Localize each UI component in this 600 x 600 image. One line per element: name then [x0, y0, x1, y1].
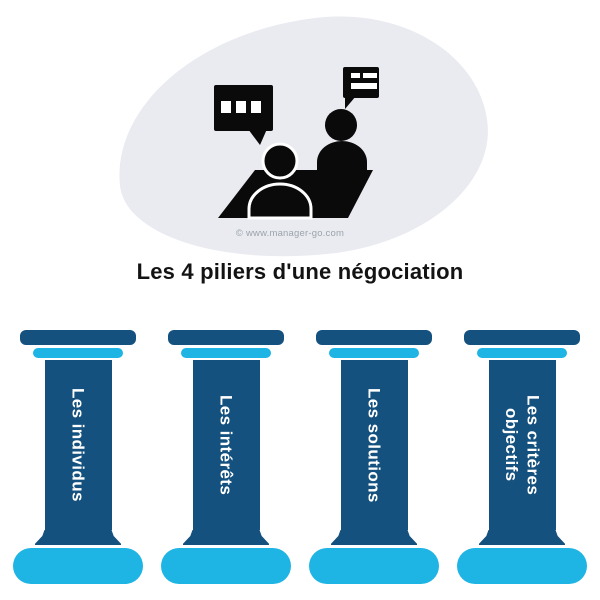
person-right-icon	[317, 109, 367, 170]
pillar-individus: Les individus	[13, 330, 143, 584]
pillar-capital-top	[316, 330, 432, 345]
pillar-label: Les critères objectifs	[502, 394, 543, 496]
pillar-capital-ring	[329, 348, 419, 358]
copyright-text: © www.manager-go.com	[235, 228, 345, 239]
pillar-interets: Les intérêts	[161, 330, 291, 584]
pillar-label: Les individus	[68, 388, 88, 502]
pillar-base-flare	[183, 530, 269, 545]
pillar-capital-ring	[33, 348, 123, 358]
pillar-capital-top	[464, 330, 580, 345]
pillar-capital-top	[20, 330, 136, 345]
pillar-shaft: Les individus	[44, 360, 112, 530]
pillar-shaft: Les critères objectifs	[488, 360, 556, 530]
pillar-base	[457, 548, 587, 584]
speech-bubble-dots-icon	[214, 85, 273, 145]
pillar-base	[13, 548, 143, 584]
pillar-base-flare	[479, 530, 565, 545]
pillar-solutions: Les solutions	[309, 330, 439, 584]
pillars-row: Les individus Les intérêts Les solutions	[0, 330, 600, 584]
pillar-capital-ring	[477, 348, 567, 358]
negotiation-people-icon	[214, 67, 379, 220]
pillar-label: Les solutions	[364, 387, 384, 503]
pillar-base	[309, 548, 439, 584]
pillar-base-flare	[35, 530, 121, 545]
pillar-base	[161, 548, 291, 584]
pillar-shaft: Les solutions	[340, 360, 408, 530]
speech-bubble-lines-icon	[343, 67, 379, 109]
pillar-capital-top	[168, 330, 284, 345]
pillar-capital-ring	[181, 348, 271, 358]
pillar-criteres-objectifs: Les critères objectifs	[457, 330, 587, 584]
page-title: Les 4 piliers d'une négociation	[136, 259, 464, 284]
pillar-shaft: Les intérêts	[192, 360, 260, 530]
person-left-icon	[247, 142, 313, 220]
pillar-label: Les intérêts	[216, 394, 236, 496]
pillar-base-flare	[331, 530, 417, 545]
